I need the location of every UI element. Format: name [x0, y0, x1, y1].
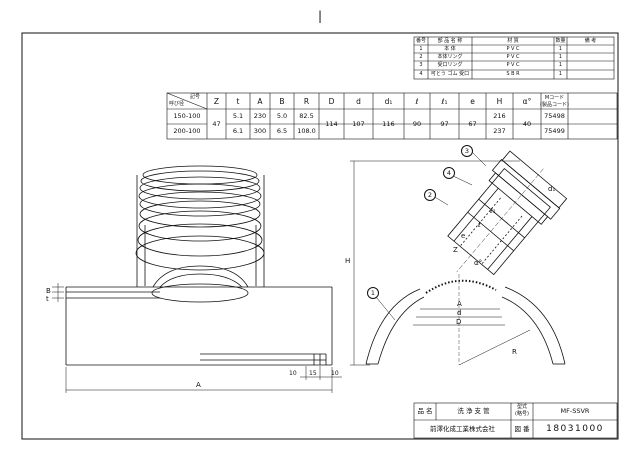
right-dim-e: e — [461, 232, 466, 240]
parts-header-no: 番号 — [415, 38, 426, 44]
parts-row-material: P V C — [506, 46, 520, 52]
parts-row-qty: 1 — [558, 71, 563, 77]
dim-shared-alpha: 40 — [522, 120, 532, 128]
dim-shared-d1: 116 — [382, 120, 395, 128]
dim-row-b: 6.5 — [276, 127, 288, 135]
right-dim-r: R — [512, 348, 517, 356]
dim-row-size: 200-100 — [173, 127, 201, 135]
dim-row-code: 75498 — [544, 112, 565, 120]
dim-shared-d: 107 — [352, 120, 365, 128]
dim-header-l: ℓ — [415, 97, 419, 106]
dim-shared-l1: 97 — [440, 120, 449, 128]
parts-row-no: 3 — [419, 62, 423, 68]
parts-row-qty: 1 — [558, 54, 563, 60]
parts-row-no: 4 — [419, 71, 423, 77]
dim-shared-l: 90 — [412, 120, 422, 128]
right-dim-z: Z — [453, 246, 458, 254]
parts-row-material: P V C — [506, 54, 520, 60]
parts-table-grid — [413, 36, 615, 80]
left-dim-15: 15 — [309, 370, 317, 377]
balloon-part-4: 4 — [443, 167, 455, 179]
balloon-part-1: 1 — [367, 287, 379, 299]
dim-header-t: t — [236, 97, 240, 106]
right-dim-l1: ℓ₁ — [490, 207, 496, 215]
dim-row-r: 82.5 — [299, 112, 314, 120]
dim-header-a: A — [257, 97, 263, 106]
left-view — [52, 165, 342, 393]
parts-header-name: 部 品 名 称 — [437, 38, 463, 44]
balloon-part-2: 2 — [424, 189, 436, 201]
dim-row-t: 5.1 — [232, 112, 244, 120]
right-dim-d: d — [457, 309, 462, 317]
parts-row-no: 1 — [419, 46, 423, 52]
parts-row-qty: 1 — [558, 46, 563, 52]
right-dim-alpha: α° — [474, 259, 483, 267]
title-name-label: 品 名 — [417, 407, 433, 415]
dim-corner-symbol: 記号 — [190, 94, 201, 100]
parts-header-qty: 数量 — [555, 38, 566, 44]
dim-corner-size: 呼び径 — [169, 101, 185, 107]
dim-header-h: H — [496, 97, 503, 106]
balloon-part-3: 3 — [461, 145, 473, 157]
right-dim-l: ℓ — [478, 221, 481, 229]
parts-row-name: 本 体 — [444, 46, 456, 52]
left-dim-b: B — [46, 287, 51, 295]
dim-row-code: 75499 — [544, 127, 565, 135]
dim-shared-big-d: 114 — [325, 120, 338, 128]
dim-row-t: 6.1 — [232, 127, 244, 135]
title-drawing-no-label: 図 番 — [514, 425, 530, 433]
right-dim-a: A — [457, 300, 462, 308]
left-dim-10-b: 10 — [331, 370, 339, 377]
parts-row-no: 2 — [419, 54, 423, 60]
parts-row-name: 受口リング — [437, 62, 463, 68]
dim-header-d: d — [356, 97, 361, 106]
parts-row-name: 可とう ゴム 受口 — [430, 71, 470, 77]
dim-header-r: R — [303, 97, 310, 106]
parts-row-name: 本体リング — [437, 54, 463, 60]
right-view — [350, 150, 568, 366]
dim-header-code-sub: (製品コード) — [540, 102, 569, 108]
dim-header-big-d: D — [328, 97, 335, 106]
dim-row-a: 230 — [253, 112, 267, 120]
title-company: 前澤化成工業株式会社 — [430, 425, 495, 433]
top-mark: | — [318, 9, 323, 23]
parts-header-material: 材 質 — [507, 38, 519, 44]
drawing-frame — [21, 32, 619, 440]
dim-header-z: Z — [213, 97, 220, 106]
right-dim-h: H — [345, 257, 351, 265]
dim-row-size: 150-100 — [173, 112, 201, 120]
dim-header-alpha: α° — [522, 97, 532, 106]
title-drawing-no: 18031000 — [546, 424, 604, 434]
dim-row-h: 216 — [493, 112, 506, 120]
title-model-label-sub: (略号) — [515, 411, 529, 417]
parts-row-material: P V C — [506, 62, 520, 68]
right-dim-d1: d₁ — [548, 185, 556, 193]
right-dim-big-d: D — [456, 318, 462, 326]
dim-header-e: e — [470, 97, 475, 106]
dim-shared-e: 67 — [468, 120, 477, 128]
dim-row-h: 237 — [493, 127, 506, 135]
left-dim-a: A — [196, 381, 201, 389]
dim-header-l1: ℓ₁ — [441, 97, 448, 106]
dim-header-d1: d₁ — [384, 97, 393, 106]
left-dim-10-a: 10 — [289, 370, 297, 377]
dim-row-b: 5.0 — [276, 112, 288, 120]
parts-row-material: S B R — [506, 71, 520, 77]
title-model-value: MF-SSVR — [560, 407, 590, 415]
dim-row-r: 108.0 — [297, 127, 316, 135]
title-model-label: 型式 — [516, 404, 527, 410]
dim-shared-z: 47 — [212, 120, 221, 128]
dim-table-grid — [166, 92, 618, 140]
left-dim-t: t — [46, 295, 49, 303]
dim-row-a: 300 — [253, 127, 267, 135]
parts-header-note: 備 考 — [584, 38, 597, 44]
dim-header-code: Mコード — [544, 95, 565, 101]
title-name-value: 洗 浄 支 管 — [457, 407, 490, 415]
parts-row-qty: 1 — [558, 62, 563, 68]
dim-header-b: B — [279, 97, 285, 106]
title-block-grid — [413, 402, 618, 439]
